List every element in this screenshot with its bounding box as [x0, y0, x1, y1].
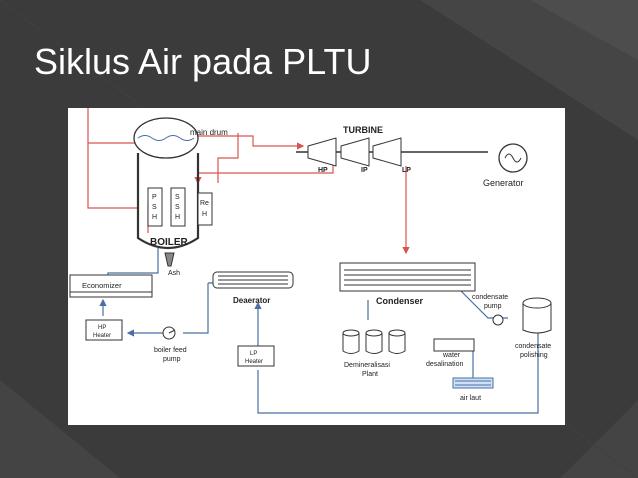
diagram-canvas: main drum P S H S S H Re H BOILER Ash TU…: [69, 108, 552, 414]
svg-text:water: water: [442, 352, 461, 359]
lp-heater: LP Heater: [237, 345, 275, 367]
svg-text:H: H: [152, 214, 157, 221]
svg-text:IP: IP: [361, 167, 368, 174]
reheater-box: [197, 192, 213, 226]
generator: Generator: [483, 143, 528, 188]
svg-text:condensate: condensate: [515, 343, 551, 350]
svg-text:S: S: [175, 194, 180, 201]
svg-text:HP: HP: [318, 167, 328, 174]
steam-lines: [87, 108, 410, 255]
svg-text:P: P: [152, 194, 157, 201]
air-laut: air laut: [452, 377, 494, 402]
turbine: TURBINE HP IP LP: [296, 125, 488, 174]
svg-text:pump: pump: [163, 356, 181, 363]
psh-box: [147, 187, 163, 227]
boiler-feed-pump: boiler feed pump: [154, 326, 187, 363]
svg-text:S: S: [175, 204, 180, 211]
steam-line: [188, 135, 305, 150]
svg-text:Deaerator: Deaerator: [233, 296, 270, 305]
svg-text:Economizer: Economizer: [82, 281, 122, 290]
deaerator: Deaerator: [212, 271, 294, 305]
economizer: Economizer: [69, 274, 153, 298]
water-line: [257, 318, 539, 414]
hp-turbine: [307, 137, 337, 167]
boiler: P S H S S H Re H BOILER Ash: [136, 153, 213, 277]
svg-text:LP: LP: [402, 167, 411, 174]
main-drum-label: main drum: [190, 128, 228, 137]
svg-text:pump: pump: [484, 303, 502, 310]
steam-line: [87, 108, 138, 209]
svg-text:H: H: [175, 214, 180, 221]
water-cycle-diagram: main drum P S H S S H Re H BOILER Ash TU…: [68, 108, 565, 425]
water-desalination: water desalination: [426, 338, 475, 368]
svg-text:boiler feed: boiler feed: [154, 347, 187, 354]
condenser: Condenser: [339, 262, 476, 306]
steam-line: [217, 133, 239, 183]
svg-text:air laut: air laut: [460, 395, 481, 402]
demineralisasi-plant: Demineralisasi Plant: [342, 329, 406, 378]
water-line: [183, 283, 209, 334]
svg-text:LP: LP: [250, 351, 257, 357]
svg-text:condensate: condensate: [472, 294, 508, 301]
condensate-polishing: condensate polishing: [515, 297, 552, 359]
lp-turbine: [372, 137, 402, 167]
svg-text:Re: Re: [200, 200, 209, 207]
svg-text:H: H: [202, 211, 207, 218]
ash-hopper: [164, 252, 175, 267]
svg-text:Heater: Heater: [245, 359, 263, 365]
svg-text:Condenser: Condenser: [376, 296, 424, 306]
hp-heater: HP Heater: [85, 319, 123, 341]
boiler-label: BOILER: [150, 237, 189, 248]
ssh-box: [170, 187, 186, 227]
ip-turbine: [340, 137, 370, 167]
main-drum: main drum: [133, 117, 228, 159]
background-facet: [0, 380, 120, 478]
svg-text:Plant: Plant: [362, 371, 378, 378]
svg-text:Demineralisasi: Demineralisasi: [344, 362, 390, 369]
slide-title: Siklus Air pada PLTU: [34, 41, 372, 82]
svg-text:polishing: polishing: [520, 352, 548, 359]
ash-label: Ash: [168, 270, 180, 277]
svg-text:Heater: Heater: [93, 333, 111, 339]
condensate-pump: condensate pump: [472, 294, 508, 326]
background-facet: [420, 0, 638, 140]
background-facet: [560, 400, 638, 478]
generator-label: Generator: [483, 178, 524, 188]
svg-text:desalination: desalination: [426, 361, 463, 368]
svg-text:HP: HP: [98, 325, 106, 331]
svg-text:S: S: [152, 204, 157, 211]
turbine-label: TURBINE: [343, 125, 383, 135]
background-facet: [530, 0, 638, 60]
